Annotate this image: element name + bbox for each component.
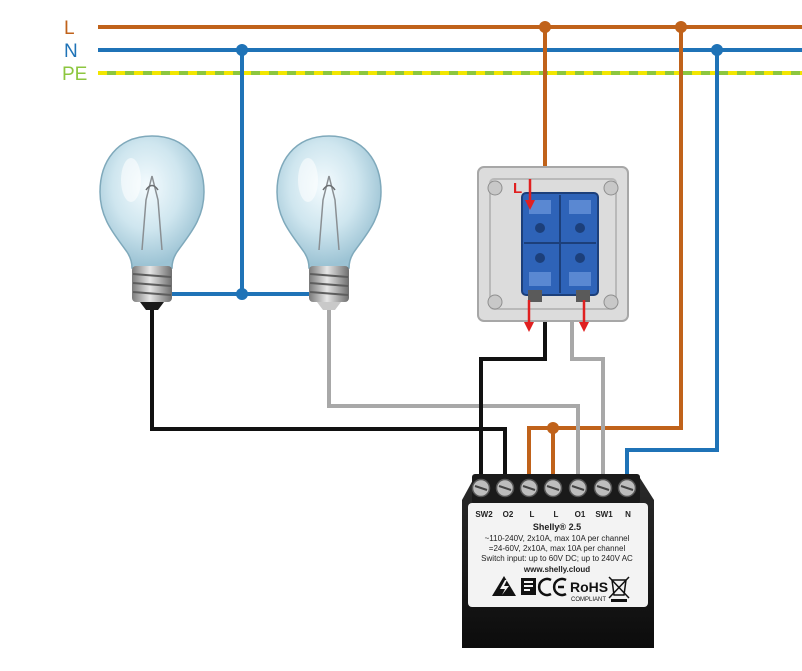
switch-output-sw2-wire (479, 300, 547, 488)
lamp2-output-wire (327, 308, 580, 488)
terminal-screws (471, 478, 637, 498)
rohs-compliant-label: COMPLIANT (571, 597, 606, 603)
switch-output-sw1-wire (570, 300, 605, 488)
device-model: Shelly® 2.5 (533, 522, 581, 532)
lamp1-output-wire (150, 308, 507, 488)
terminal-label-sw1: SW1 (595, 510, 613, 519)
light-bulb-2-icon (276, 135, 382, 310)
live-bridge-wire (527, 426, 555, 488)
switch-input-label: L (513, 180, 522, 197)
device-website: www.shelly.cloud (523, 565, 590, 574)
terminal-label-sw2: SW2 (475, 510, 493, 519)
live-bus-label: L (64, 18, 75, 39)
terminal-label-l2: L (554, 510, 559, 519)
high-voltage-warning-icon (492, 576, 516, 596)
switch-input-arrow-icon (525, 179, 535, 210)
ce-mark-icon (537, 577, 567, 597)
earth-bus-label: PE (62, 64, 87, 85)
terminal-label-o1: O1 (575, 510, 586, 519)
live-junction-switch (539, 21, 551, 33)
neutral-junction-device (711, 44, 723, 56)
terminal-label-n: N (625, 510, 631, 519)
neutral-wire-to-device (625, 50, 719, 488)
switch-output-arrow-left-icon (524, 300, 534, 332)
switch-output-arrow-right-icon (579, 300, 589, 332)
neutral-bus-label: N (64, 41, 78, 62)
device-spec-line-1: ~110-240V, 2x10A, max 10A per channel (485, 534, 630, 543)
weee-bin-icon (608, 576, 630, 602)
live-wire-to-device (553, 27, 683, 430)
device-spec-line-2: =24-60V, 2x10A, max 10A per channel (489, 544, 626, 553)
double-switch-icon (477, 166, 629, 322)
manual-book-icon (521, 578, 536, 595)
device-spec-line-3: Switch input: up to 60V DC; up to 240V A… (481, 554, 633, 563)
terminal-label-o2: O2 (503, 510, 514, 519)
neutral-junction-top (236, 44, 248, 56)
live-junction-device (675, 21, 687, 33)
light-bulb-1-icon (99, 135, 205, 310)
rohs-mark: RoHS (570, 579, 608, 595)
neutral-junction-lamps (236, 288, 248, 300)
shelly-device (462, 474, 654, 648)
terminal-label-l1: L (530, 510, 535, 519)
live-junction-bridge (547, 422, 559, 434)
